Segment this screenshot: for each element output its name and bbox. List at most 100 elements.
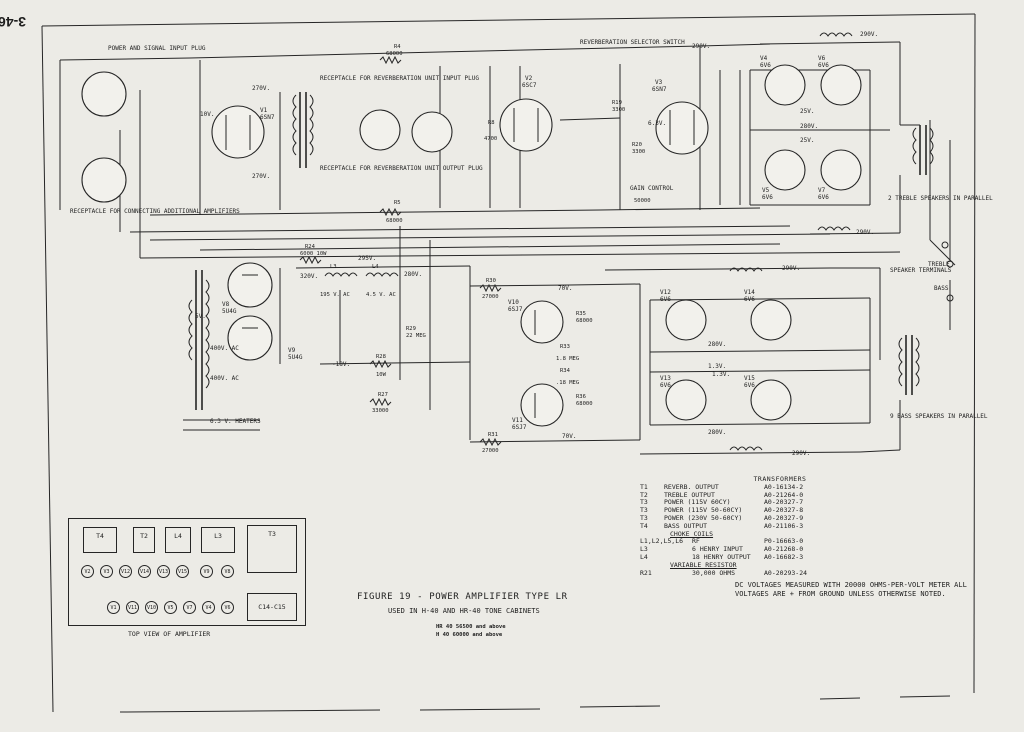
tube-v14-id: V14 <box>744 289 755 296</box>
label-treble: TREBLE <box>928 261 950 268</box>
top-view-t3: T3 <box>247 525 297 573</box>
tube-v3-type: 6SN7 <box>652 86 667 93</box>
r8-value: 4700 <box>484 136 497 142</box>
transformer-t3 <box>188 270 210 410</box>
part: A0-20327-9 <box>764 513 804 522</box>
desc: POWER (115V 50-60CY) <box>664 506 743 515</box>
label-rev-output: RECEPTACLE FOR REVERBERATION UNIT OUTPUT… <box>320 165 483 172</box>
tube-v13-type: 6V6 <box>660 382 671 389</box>
resistor-heading: VARIABLE RESISTOR <box>670 560 737 569</box>
desc: POWER (115V 60CY) <box>664 498 731 507</box>
tube-v14-type: 6V6 <box>744 296 755 303</box>
tube-v9 <box>227 315 273 361</box>
table-row: L4 18 HENRY OUTPUT A0-16682-3 <box>640 552 890 562</box>
voltage-label: 1.3V. <box>712 371 730 378</box>
ref: L3 <box>640 545 648 554</box>
tube-v10 <box>520 300 564 344</box>
tube-v5 <box>764 149 806 191</box>
tube-v7-type: 6V6 <box>818 194 829 201</box>
tube-v3-id: V3 <box>655 79 663 86</box>
tube-v12-type: 6V6 <box>660 296 671 303</box>
l4-value: 4.5 V. AC <box>366 292 396 298</box>
tube-v15-type: 6V6 <box>744 382 755 389</box>
part: A0-16682-3 <box>764 552 804 561</box>
figure-serial-h40: H 40 60000 and above <box>436 632 503 638</box>
voltage-label: 6.3V. <box>648 120 666 127</box>
tube-v8-id: V8 <box>222 301 230 308</box>
r36-value: 68000 <box>576 401 593 407</box>
voltage-label: 10V. <box>200 111 214 118</box>
tube-v4 <box>764 64 806 106</box>
r27-value: 33000 <box>372 408 389 414</box>
voltage-label: 5V. <box>195 313 206 320</box>
receptacle-s1 <box>81 157 127 203</box>
r29-value: 22 MEG <box>406 333 426 339</box>
tube-v7-id: V7 <box>818 187 826 194</box>
resistor-labels: R4 68000 R5 68000 R24 6000 10W R30 27000… <box>300 44 651 454</box>
label-heaters: 6.3 V. HEATERS <box>210 418 261 425</box>
voltage-labels: 270V. 270V. 290V. 290V. 290V. 290V. 290V… <box>195 31 878 457</box>
voltage-label: 25V. <box>800 137 814 144</box>
top-view-l3: L3 <box>201 527 235 553</box>
label-bass: BASS <box>934 285 949 292</box>
top-view-tube: V1 <box>107 601 120 614</box>
r30-id: R30 <box>486 278 496 284</box>
r21-value: 50000 <box>634 198 651 204</box>
voltage-label: 400V. AC <box>210 375 239 382</box>
tube-v11-id: V11 <box>512 417 523 424</box>
desc: POWER (230V 50-60CY) <box>664 513 743 522</box>
transformer-t2 <box>912 125 934 175</box>
voltage-label: 280V. <box>800 123 818 130</box>
top-view-panel: T4 T2 L4 L3 T3 C14-C15 V2 V3 V12 V14 V13… <box>68 518 306 626</box>
voltage-label: 270V. <box>252 85 270 92</box>
tube-v1-type: 6SN7 <box>260 114 275 121</box>
r24-id: R24 <box>305 244 316 250</box>
tube-v12-id: V12 <box>660 289 671 296</box>
tube-v8 <box>227 262 273 308</box>
resistors <box>299 55 502 447</box>
top-view-tube: V6 <box>221 601 234 614</box>
voltage-label: 400V. AC <box>210 345 239 352</box>
tube-v9-type: 5U4G <box>288 354 303 361</box>
tube-v13 <box>665 379 707 421</box>
tube-v6 <box>820 64 862 106</box>
voltage-label: 295V. <box>358 255 376 262</box>
voltage-label: -18V. <box>332 361 350 368</box>
desc: 18 HENRY OUTPUT <box>692 552 751 561</box>
frame <box>41 13 976 713</box>
top-view-tube: V13 <box>157 565 170 578</box>
voltage-label: 320V. <box>300 273 318 280</box>
r4-value: 68000 <box>386 51 403 57</box>
r27-id: R27 <box>378 392 388 398</box>
ref: L4 <box>640 552 648 561</box>
tube-v14 <box>750 299 792 341</box>
tube-v10-id: V10 <box>508 299 519 306</box>
ref: T2 <box>640 490 648 499</box>
tube-v2-id: V2 <box>525 75 533 82</box>
receptacle-s3 <box>411 111 453 153</box>
tube-v11-type: 6SJ7 <box>512 424 527 431</box>
ref: T4 <box>640 521 648 530</box>
r19-value: 3300 <box>612 107 625 113</box>
choke-heading: CHOKE COILS <box>670 529 714 538</box>
top-view-tube: V12 <box>119 565 132 578</box>
label-bass-speakers: 9 BASS SPEAKERS IN PARALLEL <box>890 413 988 420</box>
desc: RF <box>692 537 700 546</box>
tube-v12 <box>665 299 707 341</box>
desc: BASS OUTPUT <box>664 521 708 530</box>
desc: 6 HENRY INPUT <box>692 545 743 554</box>
transformers-heading: TRANSFORMERS <box>753 475 807 483</box>
desc: 30,000 OHMS <box>692 568 736 577</box>
wiring <box>59 41 956 455</box>
tube-internals <box>225 108 695 418</box>
top-view-tube: V14 <box>138 565 151 578</box>
transformer-t4 <box>898 335 920 395</box>
r34-value: .18 MEG <box>556 380 579 386</box>
desc: REVERB. OUTPUT <box>664 482 719 491</box>
voltage-label: 290V. <box>692 43 710 50</box>
